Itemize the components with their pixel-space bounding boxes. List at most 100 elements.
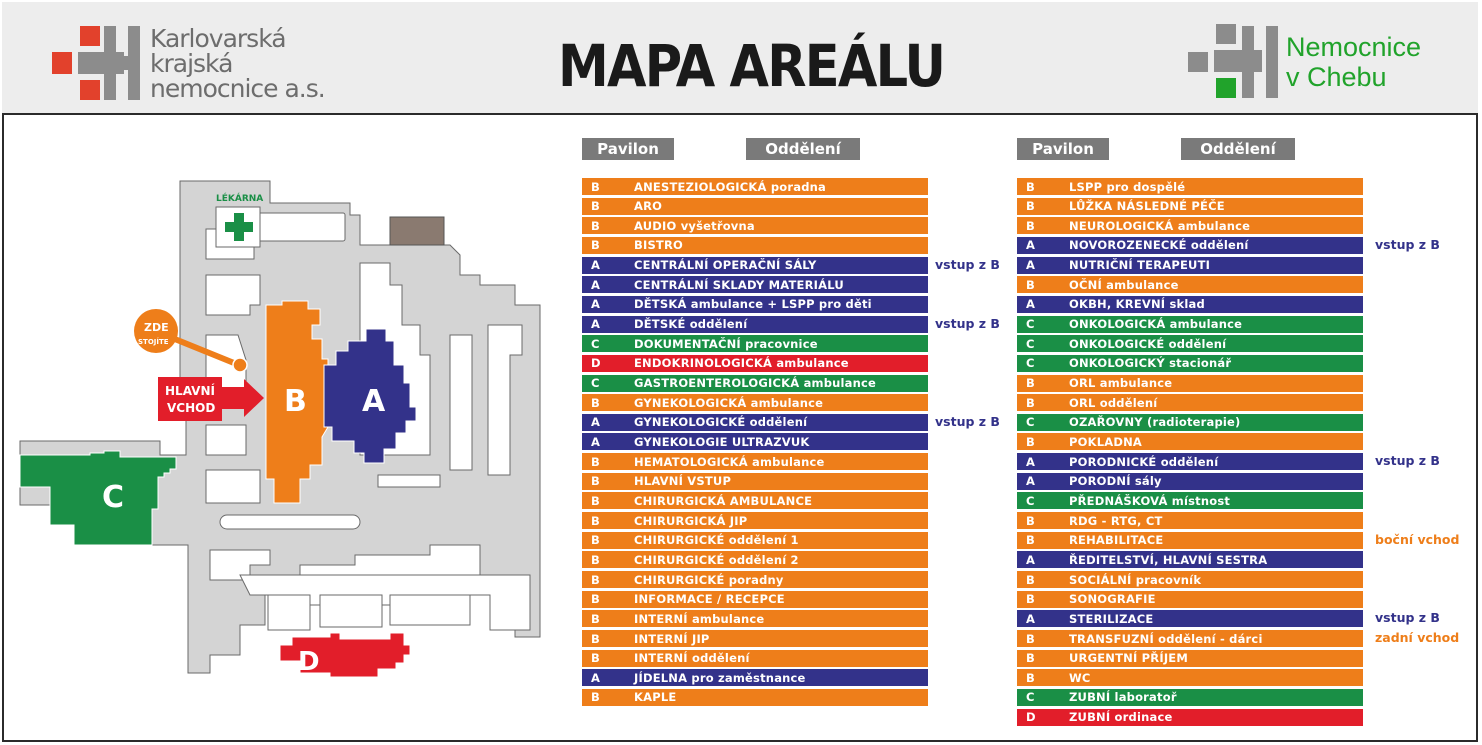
building-c-label: C xyxy=(102,480,124,515)
department-name: PŘEDNÁŠKOVÁ místnost xyxy=(1069,493,1231,508)
pavilion-code: B xyxy=(591,395,600,410)
entrance-note: vstup z B xyxy=(1375,453,1440,469)
building-b-label: B xyxy=(284,384,307,419)
pavilion-code: B xyxy=(591,493,600,508)
department-name: AUDIO vyšetřovna xyxy=(634,218,755,233)
department-name: INTERNÍ oddělení xyxy=(634,651,750,666)
pavilion-code: B xyxy=(1026,513,1035,528)
pavilion-code: B xyxy=(1026,199,1035,214)
pavilion-code: A xyxy=(1026,611,1035,626)
entrance-note: boční vchod xyxy=(1375,531,1460,547)
department-name: PORODNÍ sály xyxy=(1069,474,1162,489)
department-name: DĚTSKÉ oddělení xyxy=(634,317,748,331)
pavilion-code: B xyxy=(591,474,600,489)
department-name: GYNEKOLOGICKÉ oddělení xyxy=(634,415,808,430)
department-name: DĚTSKÁ ambulance + LSPP pro děti xyxy=(634,297,872,312)
pavilion-code: B xyxy=(591,454,600,469)
department-row: B HEMATOLOGICKÁ ambulance xyxy=(582,453,928,471)
pavilion-code: B xyxy=(1026,179,1035,194)
department-name: OKBH, KREVNÍ sklad xyxy=(1069,297,1205,312)
department-name: TRANSFUZNÍ oddělení - dárci xyxy=(1069,631,1263,646)
pavilion-code: B xyxy=(591,179,600,194)
department-name: GYNEKOLOGIE ULTRAZVUK xyxy=(634,434,810,449)
pavilion-code: B xyxy=(1026,670,1035,685)
department-row: B LŮŽKA NÁSLEDNÉ PÉČE xyxy=(1017,197,1363,215)
department-name: GYNEKOLOGICKÁ ambulance xyxy=(634,395,824,410)
department-name: RDG - RTG, CT xyxy=(1069,513,1163,528)
pavilion-code: B xyxy=(591,572,600,587)
department-name: DOKUMENTAČNÍ pracovnice xyxy=(634,336,818,351)
department-name: CENTRÁLNÍ OPERAČNÍ SÁLY xyxy=(634,258,817,273)
pavilion-code: B xyxy=(1026,631,1035,646)
department-name: HEMATOLOGICKÁ ambulance xyxy=(634,454,825,469)
pharmacy: LÉKÁRNA xyxy=(215,192,263,248)
pharmacy-label: LÉKÁRNA xyxy=(216,192,263,204)
department-name: ONKOLOGICKÝ stacionář xyxy=(1069,356,1232,371)
department-row: B KAPLE xyxy=(582,688,928,706)
pavilion-code: D xyxy=(591,356,601,371)
entrance-note: vstup z B xyxy=(935,256,1000,272)
department-name: POKLADNA xyxy=(1069,434,1143,449)
department-name: CHIRURGICKÉ oddělení 1 xyxy=(634,533,799,548)
department-row: A OKBH, KREVNÍ sklad xyxy=(1017,295,1363,313)
pavilion-code: A xyxy=(591,297,600,312)
building-d-label: D xyxy=(298,647,320,677)
entrance-note: zadní vchod xyxy=(1375,630,1460,645)
department-name: ORL oddělení xyxy=(1069,395,1158,410)
department-row: B POKLADNA xyxy=(1017,433,1363,451)
header: Karlovarská krajská nemocnice a.s. MAPA … xyxy=(2,2,1478,115)
department-name: CENTRÁLNÍ SKLADY MATERIÁLU xyxy=(634,277,844,292)
pavilion-code: B xyxy=(1026,395,1035,410)
pavilion-code: B xyxy=(591,690,600,705)
kkn-logo-text: Karlovarská krajská nemocnice a.s. xyxy=(150,24,326,103)
department-name: ZUBNÍ laboratoř xyxy=(1069,690,1177,705)
pavilion-code: B xyxy=(1026,376,1035,390)
page-title: MAPA AREÁLU xyxy=(558,32,946,100)
pavilion-code: A xyxy=(1026,297,1035,312)
pavilion-code: B xyxy=(1026,434,1035,449)
cheb-hospital-logo-text: Nemocnice v Chebu xyxy=(1286,32,1422,92)
department-name: HLAVNÍ VSTUP xyxy=(634,474,732,489)
department-name: JÍDELNA pro zaměstnance xyxy=(634,670,806,685)
department-name: CHIRURGICKÁ JIP xyxy=(634,513,748,528)
department-name: STERILIZACE xyxy=(1069,611,1154,626)
department-row: B TRANSFUZNÍ oddělení - dárci xyxy=(1017,630,1363,647)
pavilion-code: A xyxy=(1026,258,1035,273)
pavilion-code: B xyxy=(591,611,600,626)
department-name: NEUROLOGICKÁ ambulance xyxy=(1069,218,1251,233)
kkn-logo-icon xyxy=(52,26,140,100)
main-entrance-arrow-icon: HLAVNÍ VCHOD xyxy=(158,377,264,421)
department-name: KAPLE xyxy=(634,690,677,705)
department-name: URGENTNÍ PŘÍJEM xyxy=(1069,651,1189,666)
pavilion-code: B xyxy=(591,199,600,214)
pavilion-code: C xyxy=(1026,493,1035,508)
pavilion-code: B xyxy=(591,218,600,233)
department-name: CHIRURGICKÁ AMBULANCE xyxy=(634,493,813,508)
department-row: C PŘEDNÁŠKOVÁ místnost xyxy=(1017,492,1363,510)
department-name: LŮŽKA NÁSLEDNÉ PÉČE xyxy=(1069,199,1225,214)
department-name: SOCIÁLNÍ pracovník xyxy=(1069,572,1202,587)
department-name: NUTRIČNÍ TERAPEUTI xyxy=(1069,258,1211,273)
left-department-header: Oddělení xyxy=(746,138,860,160)
pavilion-code: A xyxy=(1026,474,1035,489)
building-d xyxy=(279,632,411,678)
department-name: OZAŘOVNY (radioterapie) xyxy=(1069,415,1241,430)
entrance-note: vstup z B xyxy=(935,315,1000,331)
pavilion-code: A xyxy=(1026,238,1035,253)
cheb-hospital-logo-icon xyxy=(1188,24,1278,98)
